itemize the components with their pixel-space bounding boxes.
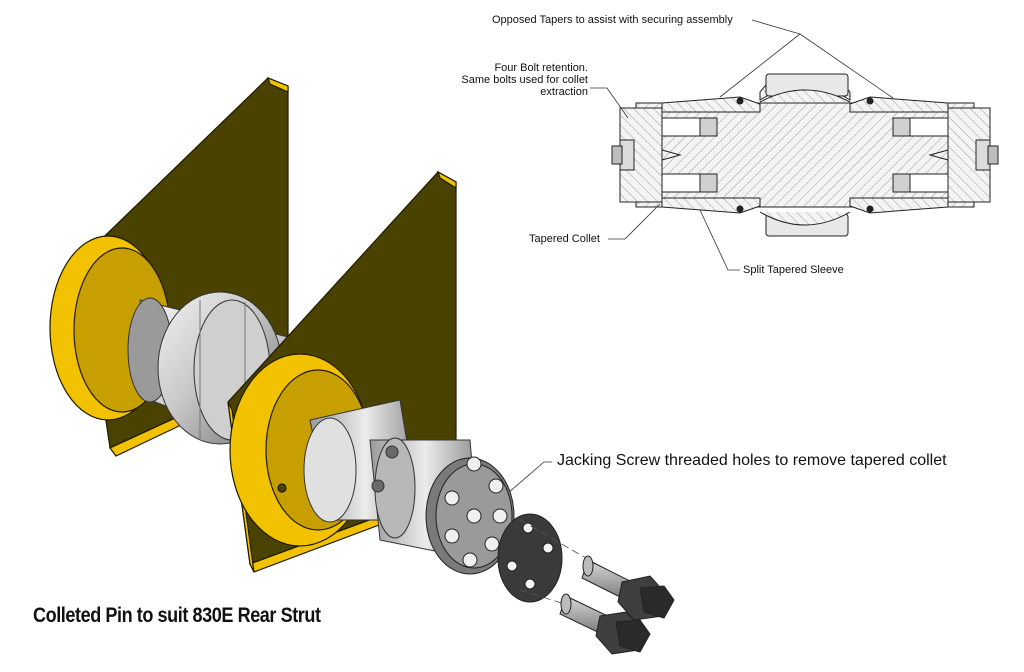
callout-jacking-screw: Jacking Screw threaded holes to remove t… xyxy=(557,452,947,469)
callout-four-bolt: Four Bolt retention. Same bolts used for… xyxy=(446,62,588,98)
page-title: Colleted Pin to suit 830E Rear Strut xyxy=(33,604,321,627)
callout-tapered-collet: Tapered Collet xyxy=(529,233,600,245)
collet-face xyxy=(425,456,515,575)
jacking-hole xyxy=(488,478,504,494)
retention-bolt-lower xyxy=(559,593,651,655)
cross-section-view xyxy=(611,73,999,237)
jacking-hole xyxy=(466,508,482,524)
callout-four-bolt-line2: Same bolts used for collet xyxy=(461,74,588,86)
retaining-washer xyxy=(497,513,563,603)
jacking-hole xyxy=(462,552,478,568)
callout-split-sleeve: Split Tapered Sleeve xyxy=(743,264,844,276)
right-taper-bottom xyxy=(849,197,949,214)
jacking-hole xyxy=(492,508,508,524)
leader-tapered-collet xyxy=(608,203,661,240)
callout-four-bolt-line1: Four Bolt retention. xyxy=(494,62,588,74)
leader-split-sleeve xyxy=(699,209,740,271)
left-taper-bottom xyxy=(661,197,761,214)
jacking-hole xyxy=(484,536,500,552)
leader-four-bolt xyxy=(590,87,629,119)
leader-jacking-screw xyxy=(499,461,552,501)
left-taper-top xyxy=(661,96,761,113)
leader-lines xyxy=(499,19,894,501)
right-taper-top xyxy=(849,96,949,113)
jacking-hole xyxy=(444,528,460,544)
callout-opposed-tapers: Opposed Tapers to assist with securing a… xyxy=(492,14,733,26)
retention-bolt-upper xyxy=(581,555,675,621)
jacking-hole xyxy=(466,456,482,472)
leader-opposed-tapers xyxy=(719,19,894,99)
callout-four-bolt-line3: extraction xyxy=(540,86,588,98)
jacking-hole xyxy=(444,490,460,506)
